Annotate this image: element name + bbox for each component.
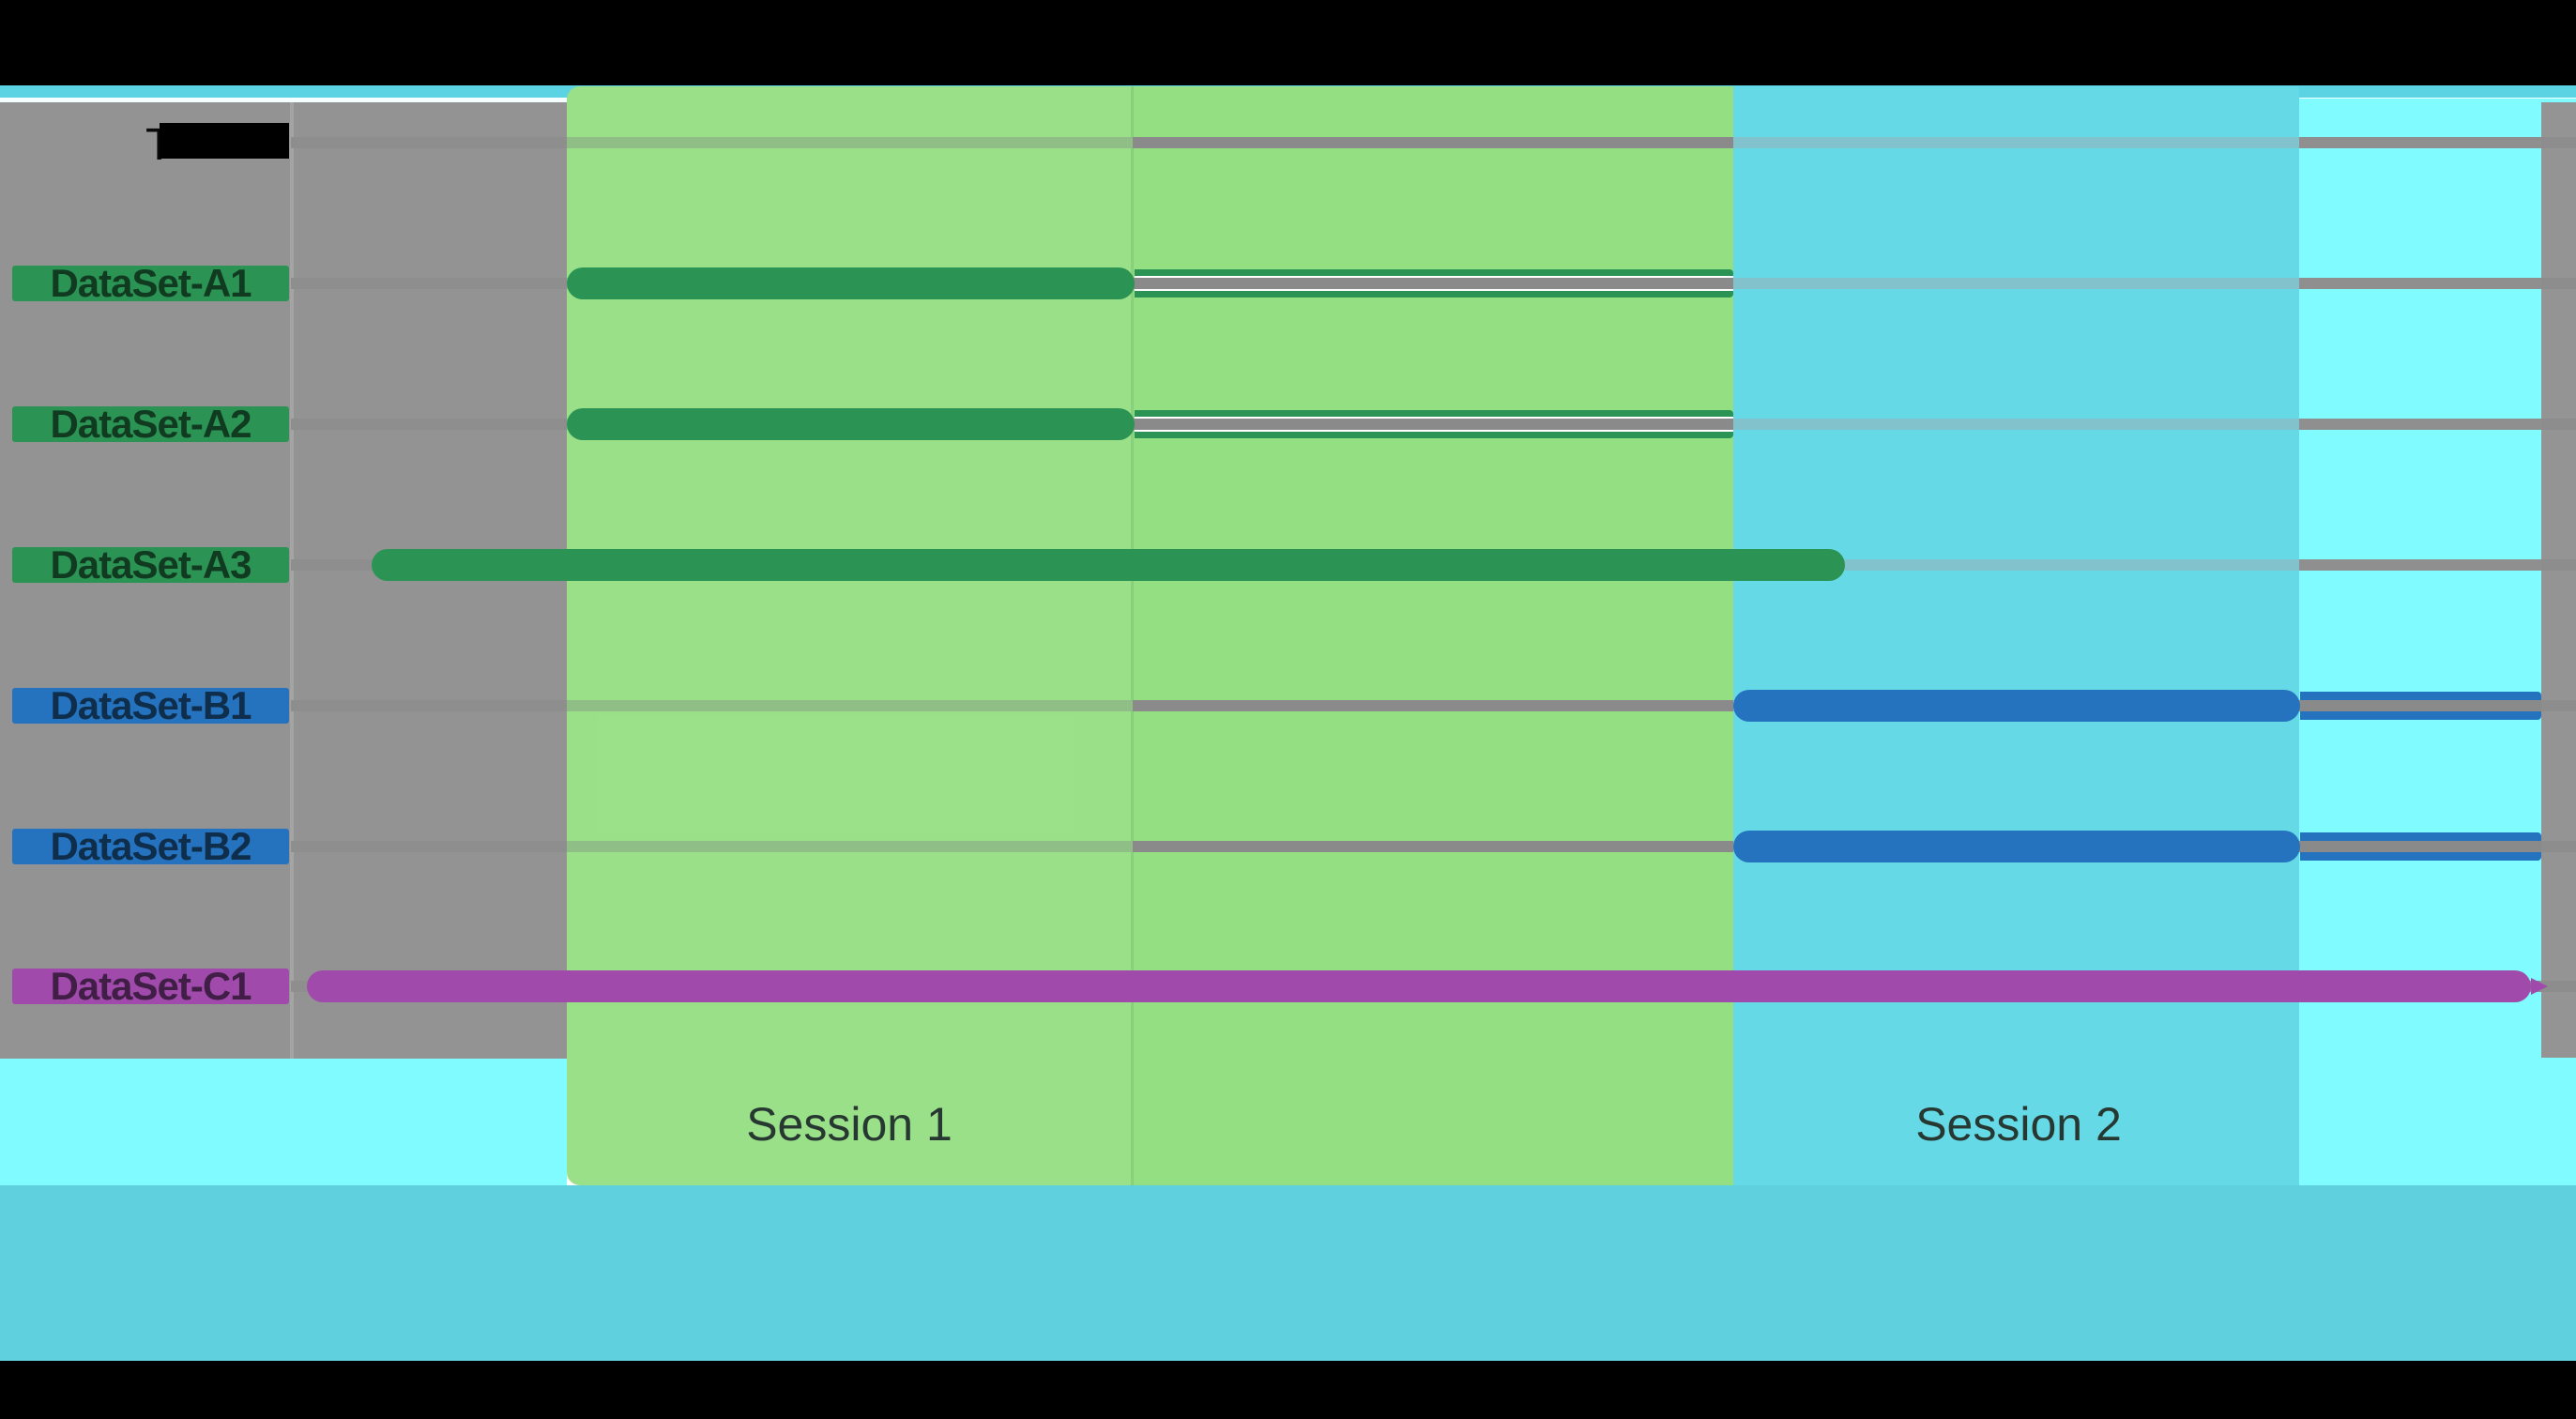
gridline-segment [2541, 700, 2576, 711]
row-bar-arrow-end [2531, 978, 2548, 995]
right-gray-panel [2541, 102, 2576, 1058]
row-label-badge: DataSet-A2 [12, 402, 289, 446]
gridline-segment [2541, 419, 2576, 430]
gridline-segment [567, 700, 1133, 711]
gridline-segment [2299, 559, 2541, 571]
redaction-bar-top [0, 0, 2576, 85]
gridline-segment [2299, 137, 2541, 148]
row-bar-DataSet-A1 [567, 267, 1135, 299]
row-bar-DataSet-B1 [1733, 690, 2300, 722]
redaction-box-time-label [160, 123, 289, 159]
bottom-cyan-strip [0, 1185, 2576, 1361]
gridline-segment [2299, 419, 2541, 430]
gridline-segment [1733, 559, 2299, 571]
row-label-badge: DataSet-B2 [12, 824, 289, 868]
gridline-over-faded-bar [1135, 276, 1733, 291]
gridline-segment [291, 419, 567, 430]
row-faded-bar [2300, 832, 2541, 861]
gridline-segment [291, 700, 567, 711]
gridline-segment [1133, 841, 1733, 852]
session-1-subband-divider [1131, 86, 1134, 1185]
gridline-segment [2541, 559, 2576, 571]
gridline-segment [291, 278, 567, 289]
row-bar-DataSet-A2 [567, 408, 1135, 440]
gridline-over-faded-bar [2300, 700, 2541, 711]
row-bar-DataSet-B2 [1733, 831, 2300, 862]
row-faded-bar [1135, 410, 1733, 438]
gridline-segment [1133, 700, 1733, 711]
row-faded-bar [1135, 269, 1733, 298]
gridline-segment [2541, 841, 2576, 852]
row-label-badge: DataSet-B1 [12, 683, 289, 727]
legend-black-strip [0, 1361, 2576, 1419]
row-faded-bar [2300, 692, 2541, 720]
gridline-segment [2299, 278, 2541, 289]
gridline-segment [2541, 137, 2576, 148]
gridline-segment [1733, 137, 2299, 148]
session-1-label: Session 1 [746, 1098, 953, 1151]
y-axis-line [290, 102, 294, 1059]
gridline-over-faded-bar [1135, 417, 1733, 432]
gridline-segment [1733, 419, 2299, 430]
gridline-over-faded-bar [2300, 841, 2541, 852]
row-label-badge: DataSet-A1 [12, 261, 289, 305]
row-bar-DataSet-A3 [372, 549, 1845, 581]
gridline-segment [2541, 981, 2576, 992]
gridline-segment [1733, 278, 2299, 289]
gridline-segment [291, 137, 567, 148]
gridline-segment [1133, 137, 1733, 148]
session-2-label: Session 2 [1915, 1098, 2122, 1151]
gridline-segment [291, 841, 567, 852]
gridline-segment [567, 841, 1133, 852]
row-label-badge: DataSet-C1 [12, 964, 289, 1008]
row-label-badge: DataSet-A3 [12, 542, 289, 587]
gridline-segment [2541, 278, 2576, 289]
aqua-footer-left [0, 1059, 567, 1185]
row-bar-DataSet-C1 [307, 970, 2531, 1002]
gridline-segment [567, 137, 1133, 148]
